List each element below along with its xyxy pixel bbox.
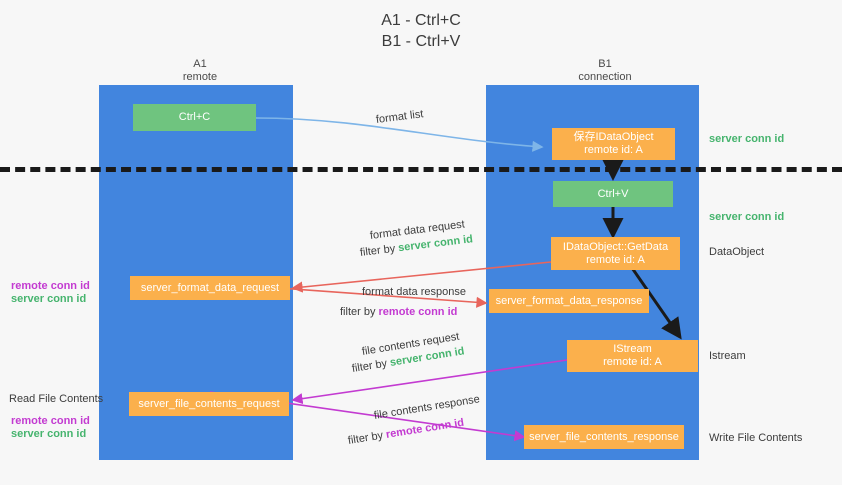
note-right-dataobject: DataObject	[709, 246, 765, 258]
box-idataobject-getdata[interactable]: IDataObject::GetData remote id: A	[551, 237, 680, 270]
column-b1-sub: connection	[578, 71, 632, 83]
note-left-read-file-contents: Read File Contents	[9, 393, 104, 405]
note-right-server-conn-2: server conn id	[709, 211, 785, 223]
note-right-istream: Istream	[709, 350, 746, 362]
title-line-2: B1 - Ctrl+V	[381, 33, 461, 50]
box-server-format-data-request-label: server_format_data_request	[140, 281, 280, 294]
filter-prefix-4: filter by	[347, 429, 387, 447]
filter-highlight-2: remote conn id	[378, 306, 458, 318]
note-left-remote-conn-1: remote conn id	[11, 280, 90, 292]
note-right-write-file-contents: Write File Contents	[709, 432, 803, 444]
box-istream-label: IStream	[613, 343, 652, 355]
box-idataobject-store[interactable]: 保存IDataObject remote id: A	[552, 128, 675, 160]
label-format-data-response: format data response	[362, 286, 466, 298]
box-idataobject-store-label: 保存IDataObject	[573, 131, 654, 143]
column-a1-name: A1	[193, 58, 207, 70]
box-idataobject-store-remote-id: remote id: A	[584, 144, 643, 156]
filter-prefix-1: filter by	[359, 242, 399, 259]
column-a1-sub: remote	[182, 71, 218, 83]
filter-highlight-4: remote conn id	[385, 416, 465, 441]
column-header-a1: A1 remote	[140, 58, 260, 84]
box-server-file-contents-request[interactable]: server_file_contents_request	[129, 392, 289, 416]
phase-divider	[0, 167, 842, 172]
box-ctrl-c-label: Ctrl+C	[178, 111, 211, 123]
title-line-1: A1 - Ctrl+C	[381, 12, 461, 29]
box-server-file-contents-request-label: server_file_contents_request	[138, 397, 280, 410]
note-left-remote-conn-2: remote conn id	[11, 415, 90, 427]
note-left-server-conn-1: server conn id	[11, 293, 87, 305]
note-left-server-conn-2: server conn id	[11, 428, 87, 440]
label-format-data-response-filter: filter by remote conn id	[340, 305, 457, 319]
box-idataobject-getdata-remote-id: remote id: A	[586, 253, 645, 266]
box-ctrl-v-label: Ctrl+V	[597, 187, 629, 200]
box-server-format-data-response[interactable]: server_format_data_response	[489, 289, 649, 313]
label-format-list: format list	[375, 108, 425, 126]
label-file-contents-response: file contents response	[373, 393, 481, 422]
box-ctrl-v[interactable]: Ctrl+V	[553, 181, 673, 207]
column-b1-name: B1	[598, 58, 612, 70]
box-server-file-contents-response-label: server_file_contents_response	[529, 430, 679, 443]
label-file-contents-response-filter: filter by remote conn id	[347, 416, 465, 448]
box-server-format-data-response-label: server_format_data_response	[495, 294, 643, 307]
box-istream-remote-id: remote id: A	[603, 356, 662, 368]
box-server-file-contents-response[interactable]: server_file_contents_response	[524, 425, 684, 449]
filter-prefix-2: filter by	[340, 306, 379, 318]
box-idataobject-getdata-label: IDataObject::GetData	[562, 240, 669, 253]
box-istream[interactable]: IStream remote id: A	[567, 340, 698, 372]
note-right-server-conn-1: server conn id	[709, 133, 785, 145]
page-title: A1 - Ctrl+C B1 - Ctrl+V	[0, 10, 842, 52]
box-ctrl-c[interactable]: Ctrl+C	[133, 104, 256, 131]
filter-prefix-3: filter by	[351, 357, 391, 375]
box-server-format-data-request[interactable]: server_format_data_request	[130, 276, 290, 300]
column-header-b1: B1 connection	[545, 58, 665, 84]
